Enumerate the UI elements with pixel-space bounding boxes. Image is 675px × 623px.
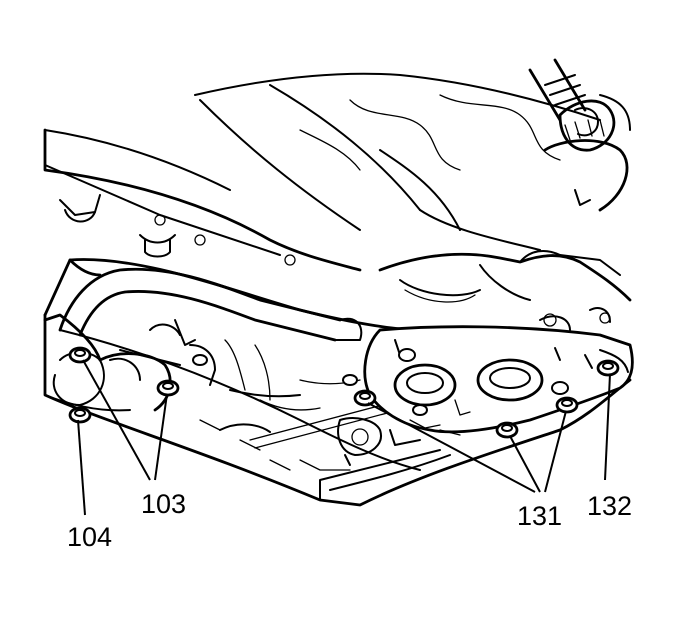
left-cover (43, 313, 301, 412)
frame-rail (43, 128, 362, 272)
leader-103 (82, 359, 168, 481)
callout-131: 131 (517, 501, 562, 531)
bolt-104 (68, 406, 92, 424)
leader-131 (367, 402, 567, 493)
bolt-103-b (156, 379, 180, 397)
callout-103: 103 (141, 489, 186, 519)
bolt-131-c (555, 396, 579, 414)
bolt-103-a (68, 346, 92, 364)
bolt-131-a (353, 389, 377, 407)
axle-shaft (528, 58, 631, 212)
engine-block-outline (194, 72, 601, 251)
bolt-131-b (495, 421, 519, 439)
callout-104: 104 (67, 522, 112, 552)
pan-lower-detail (259, 379, 461, 471)
leader-132 (604, 373, 611, 481)
bolt-misc (192, 348, 569, 416)
cooler-pipe (58, 267, 363, 346)
transmission-case (378, 249, 632, 331)
bolt-132 (596, 359, 620, 377)
side-cover-plate (363, 325, 634, 434)
callout-132: 132 (587, 491, 632, 521)
leader-104 (77, 419, 86, 516)
